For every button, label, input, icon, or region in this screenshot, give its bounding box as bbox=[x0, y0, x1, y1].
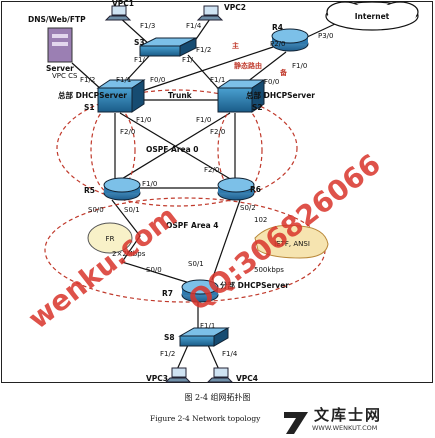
r6-label: R6 bbox=[250, 185, 261, 194]
r4-label: R4 bbox=[272, 23, 283, 32]
port-label: F1/3 bbox=[140, 22, 155, 30]
port-label: 102 bbox=[254, 216, 267, 224]
port-label: F1/2 bbox=[80, 76, 95, 84]
fr-label: FR bbox=[106, 235, 115, 243]
link-r5-r7-fr bbox=[111, 199, 197, 286]
r7-role-label: 分部 DHCPServer bbox=[220, 280, 289, 290]
port-label: F1/1 bbox=[210, 76, 225, 84]
ospf-area0-label: OSPF Area 0 bbox=[146, 145, 199, 154]
bw-500k-label: 500kbps bbox=[254, 266, 284, 274]
ospf-area4-label: OSPF Area 4 bbox=[166, 221, 219, 230]
port-label: F1/0 bbox=[196, 116, 211, 124]
ospf-area0-boundary bbox=[56, 89, 298, 207]
port-label: P3/0 bbox=[318, 32, 334, 40]
s1-label: S1 bbox=[84, 103, 95, 112]
internet-cloud: Internet bbox=[325, 1, 419, 31]
vpc4-label: VPC4 bbox=[236, 374, 258, 383]
caption-cn: 图 2-4 组网拓扑图 bbox=[184, 393, 251, 402]
static-route-label: 静态路由 bbox=[234, 61, 262, 70]
port-label: S0/2 bbox=[240, 204, 256, 212]
pc-icon-vpc4: VPC4 bbox=[206, 367, 258, 383]
links bbox=[71, 15, 336, 373]
s2-label: S2 bbox=[252, 103, 263, 112]
trunk-label: Trunk bbox=[168, 91, 193, 100]
vlan-ring-right bbox=[217, 105, 263, 195]
switch-s3: S3 bbox=[134, 37, 197, 57]
link-r6-r7 bbox=[211, 199, 241, 281]
backup-mark: 备 bbox=[279, 68, 288, 77]
port-label: F1/0 bbox=[136, 116, 151, 124]
link-s2-r5 bbox=[119, 112, 231, 181]
watermark-layer: wenku.com QQ:306826066 bbox=[22, 147, 387, 335]
main-mark: 主 bbox=[232, 41, 239, 50]
pc-icon-vpc2: VPC2 bbox=[196, 3, 246, 21]
port-label: S0/1 bbox=[124, 206, 140, 214]
router-r7: R7 bbox=[162, 279, 219, 303]
port-label: F1/ bbox=[182, 56, 193, 64]
switch-s8: S8 bbox=[164, 327, 230, 347]
server-label: Server bbox=[46, 64, 74, 73]
link-r4-internet bbox=[304, 23, 336, 39]
port-label: F1/0 bbox=[142, 180, 157, 188]
port-label: F2/0 bbox=[204, 166, 219, 174]
s2-role-label: 总部 DHCPServer bbox=[246, 90, 315, 100]
port-label: F2/0 bbox=[120, 128, 135, 136]
vpc1-label: VPC1 bbox=[112, 0, 134, 8]
vpc2-label: VPC2 bbox=[224, 3, 246, 12]
logo-url: WWW.WENKUT.COM bbox=[312, 424, 378, 432]
logo-cn: 文库士网 bbox=[314, 406, 383, 424]
port-labels: F1/3 F1/4 F1/ F1/2 F1/ F1/2 F1/1 F0/0 F1… bbox=[80, 22, 334, 358]
port-label: F0/0 bbox=[264, 78, 279, 86]
port-label: S0/1 bbox=[188, 260, 204, 268]
frame-relay-cloud: FR bbox=[87, 222, 133, 254]
s3-label: S3 bbox=[134, 38, 145, 47]
port-label: F2/0 bbox=[210, 128, 225, 136]
port-label: F1/1 bbox=[116, 76, 131, 84]
port-label: F0/0 bbox=[150, 76, 165, 84]
port-label: F1/ bbox=[134, 56, 145, 64]
logo-watermark: 文库士网 WWW.WENKUT.COM bbox=[282, 404, 432, 436]
port-label: F1/1 bbox=[200, 322, 215, 330]
port-label: F1/4 bbox=[186, 22, 202, 30]
pc-icon-vpc3: VPC3 bbox=[146, 367, 192, 383]
s8-label: S8 bbox=[164, 333, 175, 342]
internet-label: Internet bbox=[355, 12, 390, 21]
logo-mark-icon bbox=[284, 412, 308, 434]
switch-s1: S1 bbox=[84, 79, 146, 113]
dns-server-label: DNS/Web/FTP bbox=[28, 15, 86, 24]
router-r6: R6 bbox=[217, 177, 261, 201]
port-label: F1/2 bbox=[160, 350, 175, 358]
router-r5: R5 bbox=[84, 177, 141, 201]
link-s3-vpc1 bbox=[117, 15, 151, 46]
port-label: F1/0 bbox=[292, 62, 307, 70]
r5-label: R5 bbox=[84, 186, 95, 195]
port-label: F1/2 bbox=[196, 46, 211, 54]
callout-ietf-ansi: IETF, ANSI bbox=[254, 224, 329, 259]
pc-icon-vpc1: VPC1 bbox=[104, 0, 134, 21]
vlan-ring-left bbox=[90, 105, 136, 195]
vpc3-label: VPC3 bbox=[146, 374, 168, 383]
port-label: F1/4 bbox=[222, 350, 238, 358]
s1-role-label: 总部 DHCPServer bbox=[58, 90, 127, 100]
port-label: S0/0 bbox=[88, 206, 104, 214]
ietf-ansi-label: IETF, ANSI bbox=[274, 240, 310, 248]
dns-server: DNS/Web/FTP Server VPC CS bbox=[28, 15, 86, 80]
caption-en: Figure 2-4 Network topology bbox=[150, 414, 261, 423]
router-r4: R4 bbox=[271, 23, 309, 52]
bw-2mbps-label: 2×2Mbps bbox=[112, 250, 146, 258]
port-label: S0/0 bbox=[146, 266, 162, 274]
port-label: P2/0 bbox=[270, 40, 286, 48]
r7-label: R7 bbox=[162, 289, 173, 298]
link-s1-r4 bbox=[132, 45, 277, 95]
switch-s2: S2 bbox=[216, 79, 266, 113]
server-sub-label: VPC CS bbox=[52, 72, 78, 80]
